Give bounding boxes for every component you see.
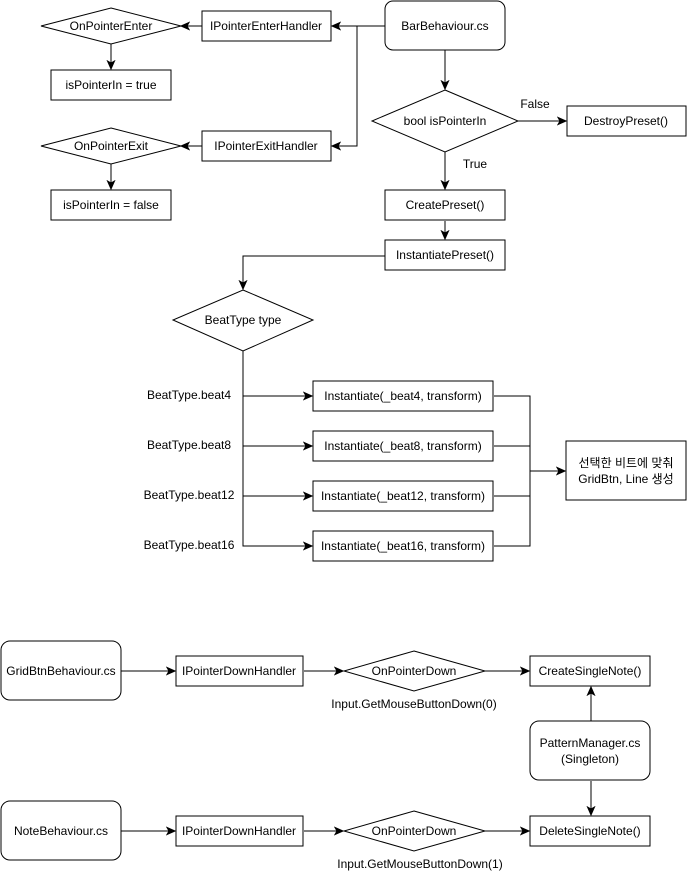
node-instantiate-beat16: Instantiate(_beat16, transform): [312, 530, 494, 562]
edge-label-beat12: BeatType.beat12: [144, 488, 235, 502]
edge-beat4-to-result: [494, 395, 565, 471]
node-is-pointer-in-true: isPointerIn = true: [50, 69, 172, 101]
edge-label-beat8: BeatType.beat8: [147, 438, 231, 452]
ipointer-enter-handler-label: IPointerEnterHandler: [210, 19, 322, 33]
node-create-preset: CreatePreset(): [384, 189, 506, 221]
node-bool-is-pointer-in: bool isPointerIn: [370, 89, 520, 153]
note-on-pointer-down-label: OnPointerDown: [372, 824, 457, 838]
instantiate-preset-label: InstantiatePreset(): [396, 248, 494, 262]
node-instantiate-beat8: Instantiate(_beat8, transform): [312, 430, 494, 462]
node-note-on-pointer-down: OnPointerDown: [342, 810, 487, 852]
edge-beattype-to-beat16: [242, 496, 312, 546]
edge-label-beat4: BeatType.beat4: [147, 388, 231, 402]
node-grid-btn-behaviour: GridBtnBehaviour.cs: [0, 640, 122, 701]
edge-beat8-to-result: [494, 445, 531, 471]
grid-btn-behaviour-label: GridBtnBehaviour.cs: [6, 664, 115, 678]
bar-behaviour-label: BarBehaviour.cs: [401, 19, 488, 33]
edge-label-true: True: [463, 157, 488, 171]
destroy-preset-label: DestroyPreset(): [584, 114, 668, 128]
delete-single-note-label: DeleteSingleNote(): [539, 824, 640, 838]
pattern-manager-label-line1: PatternManager.cs: [540, 736, 641, 750]
node-instantiate-beat12: Instantiate(_beat12, transform): [312, 480, 494, 512]
edge-label-mouse-button-0: Input.GetMouseButtonDown(0): [331, 697, 496, 711]
edge-instantiate-to-beattype: [243, 255, 385, 289]
node-create-single-note: CreateSingleNote(): [529, 655, 651, 687]
edge-labels: False True BeatType.beat4 BeatType.beat8…: [144, 97, 550, 871]
node-instantiate-beat4: Instantiate(_beat4, transform): [312, 380, 494, 412]
node-ipointer-exit-handler: IPointerExitHandler: [201, 130, 332, 162]
bool-is-pointer-in-label: bool isPointerIn: [404, 114, 487, 128]
create-preset-label: CreatePreset(): [406, 198, 485, 212]
node-grid-on-pointer-down: OnPointerDown: [342, 650, 487, 692]
node-ipointer-enter-handler: IPointerEnterHandler: [201, 10, 332, 42]
edge-beat12-to-result: [494, 471, 531, 497]
edge-label-beat16: BeatType.beat16: [144, 538, 235, 552]
instantiate-beat12-label: Instantiate(_beat12, transform): [321, 489, 485, 503]
node-is-pointer-in-false: isPointerIn = false: [50, 189, 172, 221]
instantiate-beat16-label: Instantiate(_beat16, transform): [321, 539, 485, 553]
on-pointer-enter-label: OnPointerEnter: [70, 19, 153, 33]
instantiate-beat4-label: Instantiate(_beat4, transform): [324, 389, 481, 403]
edge-beat16-to-result: [494, 471, 531, 547]
result-label-line2: GridBtn, Line 생성: [578, 472, 673, 486]
node-note-pointer-down-handler: IPointerDownHandler: [175, 815, 304, 847]
edge-label-mouse-button-1: Input.GetMouseButtonDown(1): [337, 857, 502, 871]
note-pointer-down-handler-label: IPointerDownHandler: [182, 824, 296, 838]
beat-type-label: BeatType type: [205, 313, 282, 327]
grid-on-pointer-down-label: OnPointerDown: [372, 664, 457, 678]
instantiate-beat8-label: Instantiate(_beat8, transform): [324, 439, 481, 453]
node-result: 선택한 비트에 맞춰 GridBtn, Line 생성: [565, 440, 687, 501]
edge-beattype-to-beat12: [242, 446, 312, 496]
node-destroy-preset: DestroyPreset(): [566, 105, 687, 137]
edge-label-false: False: [520, 97, 550, 111]
edge-beattype-to-beat4: [242, 351, 312, 396]
node-pattern-manager: PatternManager.cs (Singleton): [529, 720, 651, 781]
note-behaviour-label: NoteBehaviour.cs: [14, 824, 108, 838]
pattern-manager-label-line2: (Singleton): [561, 752, 619, 766]
on-pointer-exit-label: OnPointerExit: [74, 139, 149, 153]
grid-pointer-down-handler-label: IPointerDownHandler: [182, 664, 296, 678]
node-note-behaviour: NoteBehaviour.cs: [0, 800, 122, 861]
node-on-pointer-enter: OnPointerEnter: [40, 7, 182, 45]
node-delete-single-note: DeleteSingleNote(): [529, 815, 651, 847]
node-on-pointer-exit: OnPointerExit: [40, 127, 182, 165]
node-beat-type: BeatType type: [171, 289, 315, 352]
edge-beattype-to-beat8: [242, 396, 312, 446]
node-bar-behaviour: BarBehaviour.cs: [384, 0, 506, 51]
is-pointer-in-true-label: isPointerIn = true: [65, 78, 156, 92]
node-grid-pointer-down-handler: IPointerDownHandler: [175, 655, 304, 687]
node-instantiate-preset: InstantiatePreset(): [384, 239, 506, 271]
is-pointer-in-false-label: isPointerIn = false: [63, 198, 159, 212]
result-label-line1: 선택한 비트에 맞춰: [579, 456, 674, 470]
create-single-note-label: CreateSingleNote(): [539, 664, 642, 678]
ipointer-exit-handler-label: IPointerExitHandler: [214, 139, 317, 153]
edge-bar-to-exit-handler: [332, 26, 358, 146]
edges: [111, 26, 591, 831]
